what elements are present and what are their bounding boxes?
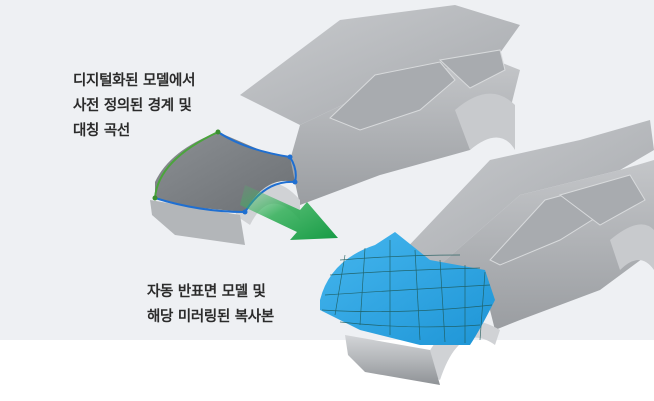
source-caption-line-3: 대칭 곡선 bbox=[73, 123, 130, 139]
source-caption-line-2: 사전 정의된 경계 및 bbox=[73, 98, 192, 114]
source-caption-line-1: 디지털화된 모델에서 bbox=[73, 73, 196, 89]
result-model-caption: 자동 반표면 모델 및 해당 미러링된 복사본 bbox=[147, 280, 274, 330]
transform-arrow bbox=[240, 185, 338, 240]
source-model-caption: 디지털화된 모델에서 사전 정의된 경계 및 대칭 곡선 bbox=[73, 69, 195, 144]
result-car-model bbox=[320, 120, 654, 385]
result-caption-line-1: 자동 반표면 모델 및 bbox=[147, 284, 266, 300]
result-caption-line-2: 해당 미러링된 복사본 bbox=[147, 309, 274, 325]
